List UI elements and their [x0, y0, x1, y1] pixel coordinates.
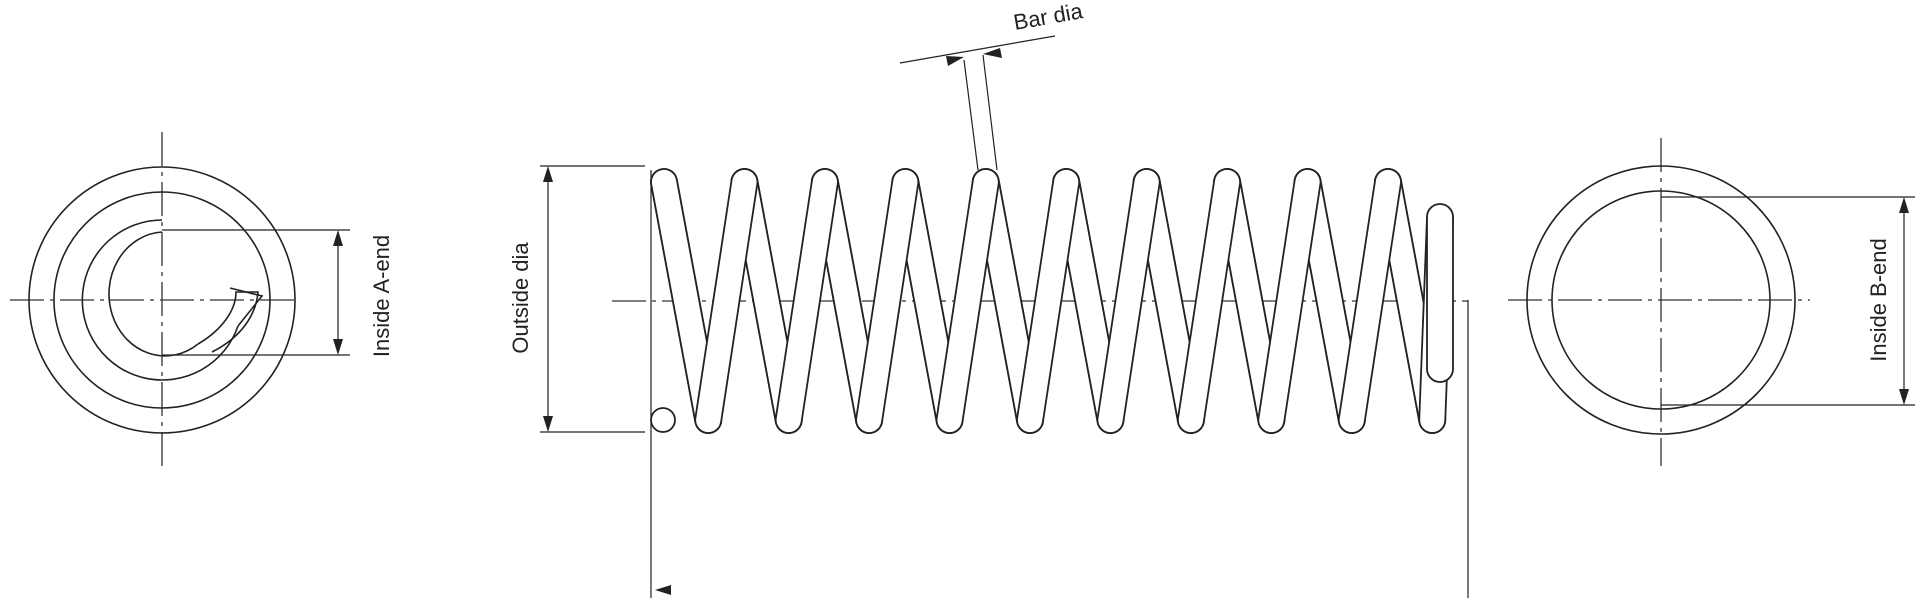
spring-coil-front-return — [855, 168, 920, 434]
bar-dia-extension-left — [963, 59, 979, 171]
a-end-spiral-outer — [81, 219, 239, 381]
bar-dia-arrow-left — [946, 56, 964, 66]
spring-end-a-cut — [650, 407, 676, 433]
a-end-middle-circle — [53, 191, 271, 409]
bar-dia-label: Bar dia — [1012, 0, 1086, 35]
b-end-arrow-top — [1899, 197, 1909, 213]
spring-coil-front-return — [1337, 168, 1402, 434]
spring-coil-front-return — [774, 168, 839, 434]
outside-dia-arrow-top — [543, 166, 553, 182]
b-end-arrow-bottom — [1899, 389, 1909, 405]
spring-front-coils — [650, 168, 1454, 434]
a-end-arrow-top — [333, 230, 343, 246]
spring-end-b-coil — [1426, 203, 1454, 383]
b-end-view: Inside B-end — [1508, 138, 1915, 466]
outside-dia-label: Outside dia — [508, 242, 533, 354]
a-end-tail-hook — [197, 291, 259, 353]
a-end-view: Inside A-end — [10, 132, 394, 468]
bar-dia-dimension-line — [899, 35, 1056, 64]
b-end-inner-circle — [1551, 190, 1771, 410]
bar-dia-arrow-right — [983, 48, 1002, 58]
inside-b-end-label: Inside B-end — [1866, 238, 1891, 362]
a-end-tail-tip — [229, 287, 264, 327]
free-length-arrow-left — [655, 585, 671, 595]
spring-coil-front-return — [935, 168, 1000, 434]
spring-coil-front-return — [694, 168, 759, 434]
a-end-arrow-bottom — [333, 339, 343, 355]
spring-coil-front-return — [1177, 168, 1242, 434]
spring-coil-front-return — [1257, 168, 1322, 434]
a-end-spiral-inner — [108, 231, 199, 357]
bar-dia-extension-right — [982, 54, 998, 171]
b-end-outer-circle — [1526, 165, 1796, 435]
spring-side-view: Outside dia Bar dia — [508, 0, 1469, 598]
inside-a-end-label: Inside A-end — [369, 235, 394, 357]
spring-coil-front-return — [1096, 168, 1161, 434]
a-end-outer-circle — [28, 166, 296, 434]
spring-coil-front-return — [1016, 168, 1081, 434]
outside-dia-arrow-bottom — [543, 416, 553, 432]
